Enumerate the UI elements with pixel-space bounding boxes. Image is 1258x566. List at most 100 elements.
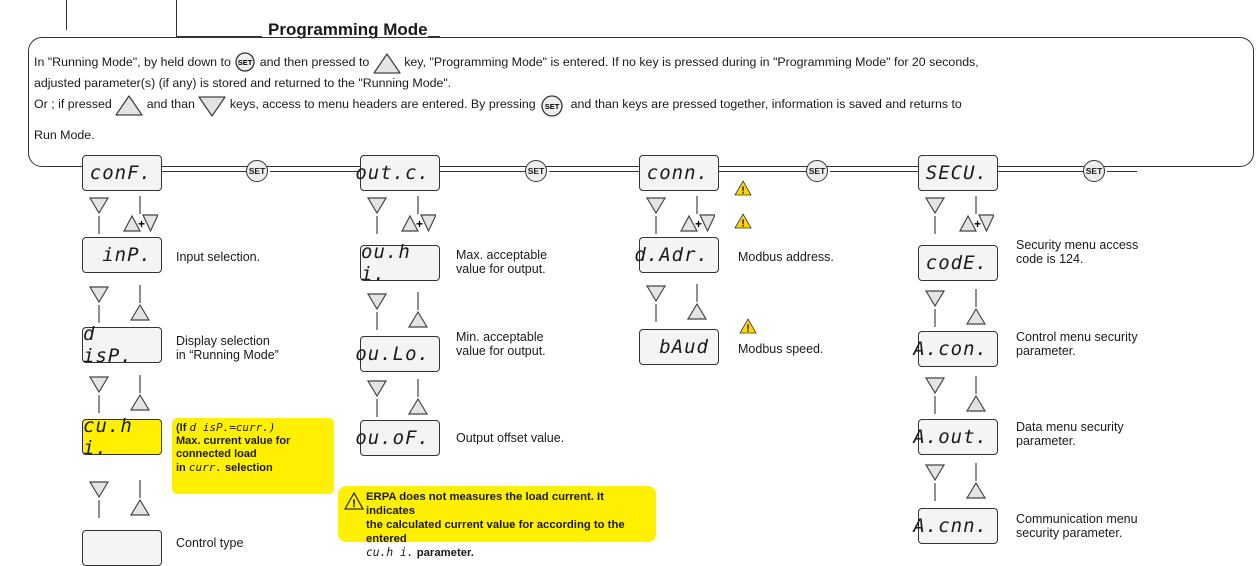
plus-sign: + [974, 217, 981, 231]
up-arrow-icon[interactable] [129, 498, 151, 516]
down-arrow-icon[interactable] [924, 464, 946, 482]
title-line-left [176, 36, 262, 37]
down-arrow-icon[interactable] [645, 285, 667, 303]
connector-line [440, 171, 525, 172]
down-arrow-icon[interactable] [924, 377, 946, 395]
page-title: Programming Mode [262, 20, 434, 40]
up-arrow-icon[interactable] [129, 303, 151, 321]
set-key-icon: SET [234, 52, 256, 72]
plus-sign: + [416, 217, 423, 231]
param-label: Control menu security parameter. [1016, 330, 1138, 358]
warning-note: ! ERPA does not measures the load curren… [338, 486, 656, 559]
top-mark [176, 0, 177, 36]
menu-header-outc[interactable]: out.c. [355, 155, 440, 191]
note-text: Max. current value for connected load in [176, 435, 291, 474]
svg-text:!: ! [741, 186, 744, 197]
up-arrow-icon[interactable] [965, 481, 987, 499]
param-ouof[interactable]: ou.oF. [355, 420, 440, 456]
down-arrow-icon[interactable] [420, 214, 436, 233]
param-cuhi[interactable]: cu.h i. [82, 415, 162, 459]
up-arrow-icon[interactable] [401, 214, 419, 232]
connector-line [830, 171, 918, 172]
nav-arrow-pair [645, 284, 708, 322]
svg-text:SET: SET [545, 102, 560, 111]
warning-code: cu.h i. [366, 546, 414, 559]
nav-arrow-pair [366, 292, 429, 330]
param-control-type[interactable] [82, 530, 162, 566]
svg-text:!: ! [746, 324, 749, 335]
down-arrow-icon[interactable] [366, 380, 388, 398]
up-arrow-icon[interactable] [680, 214, 698, 232]
top-left-mark [66, 0, 67, 30]
down-arrow-icon[interactable] [366, 197, 388, 215]
up-arrow-icon[interactable] [959, 214, 977, 232]
up-arrow-icon[interactable] [123, 214, 141, 232]
param-label: Display selection in “Running Mode” [176, 334, 279, 362]
param-baud[interactable]: bAud [639, 329, 719, 365]
down-arrow-icon[interactable] [699, 214, 715, 233]
nav-arrow-pair [88, 285, 151, 323]
intro-text: and than keys are pressed together, info… [570, 97, 962, 111]
down-arrow-icon[interactable] [924, 290, 946, 308]
down-arrow-icon[interactable] [645, 197, 667, 215]
menu-header-conf[interactable]: conF. [82, 155, 162, 191]
param-label: Control type [176, 536, 244, 550]
set-button[interactable]: SET [525, 160, 547, 182]
up-key-icon [115, 95, 143, 116]
down-arrow-icon[interactable] [978, 214, 994, 233]
up-arrow-icon[interactable] [965, 394, 987, 412]
param-aout[interactable]: A.out. [913, 419, 998, 455]
intro-line-1: In "Running Mode", by held down to SET a… [34, 52, 979, 74]
up-arrow-icon[interactable] [965, 307, 987, 325]
param-label: Communication menu security parameter. [1016, 512, 1138, 540]
param-disp[interactable]: d isP. [82, 323, 162, 367]
param-code[interactable]: codE. [918, 245, 998, 281]
up-arrow-icon[interactable] [129, 393, 151, 411]
set-button[interactable]: SET [246, 160, 268, 182]
down-arrow-icon[interactable] [88, 286, 110, 304]
nav-arrow-pair: + [366, 196, 436, 234]
up-arrow-icon[interactable] [407, 397, 429, 415]
set-button[interactable]: SET [1083, 160, 1105, 182]
svg-text:!: ! [741, 219, 744, 230]
title-line-right [428, 36, 440, 37]
menu-header-secu[interactable]: SECU. [918, 155, 998, 191]
warning-text: ERPA does not measures the load current.… [366, 491, 604, 517]
intro-text: Or ; if pressed [34, 97, 112, 111]
connector-line [998, 171, 1083, 172]
intro-text: In "Running Mode", by held down to [34, 55, 231, 69]
svg-text:SET: SET [238, 58, 253, 67]
param-ouhi[interactable]: ou.h i. [360, 241, 440, 285]
down-arrow-icon[interactable] [366, 293, 388, 311]
cuhi-note: (If d isP.=curr.) Max. current value for… [172, 418, 334, 494]
up-arrow-icon[interactable] [686, 302, 708, 320]
plus-sign: + [138, 217, 145, 231]
param-acnn[interactable]: A.cnn. [913, 508, 998, 544]
intro-line-3: Or ; if pressed and than keys, access to… [34, 94, 962, 117]
connector-line [719, 171, 806, 172]
down-arrow-icon[interactable] [88, 197, 110, 215]
intro-text: and then pressed to [259, 55, 370, 69]
note-code: d isP.=curr.) [189, 421, 276, 434]
down-arrow-icon[interactable] [88, 376, 110, 394]
menu-header-conn[interactable]: conn. [639, 155, 719, 191]
down-key-icon [198, 95, 227, 117]
down-arrow-icon[interactable] [142, 214, 158, 233]
connector-line [1107, 171, 1137, 172]
param-dadr[interactable]: d.Adr. [634, 237, 719, 273]
down-arrow-icon[interactable] [88, 481, 110, 499]
nav-arrow-pair [366, 379, 429, 417]
nav-arrow-pair: + [645, 196, 715, 234]
nav-arrow-pair [88, 375, 151, 413]
warning-text: parameter. [416, 547, 474, 559]
nav-arrow-pair [924, 376, 987, 414]
down-arrow-icon[interactable] [924, 197, 946, 215]
param-inp[interactable]: inP. [82, 237, 162, 273]
intro-text: keys, access to menu headers are entered… [229, 97, 536, 111]
param-oulo[interactable]: ou.Lo. [355, 336, 440, 372]
connector-line [549, 171, 639, 172]
param-acon[interactable]: A.con. [913, 331, 998, 367]
connector-line [270, 171, 360, 172]
up-arrow-icon[interactable] [407, 310, 429, 328]
set-button[interactable]: SET [806, 160, 828, 182]
